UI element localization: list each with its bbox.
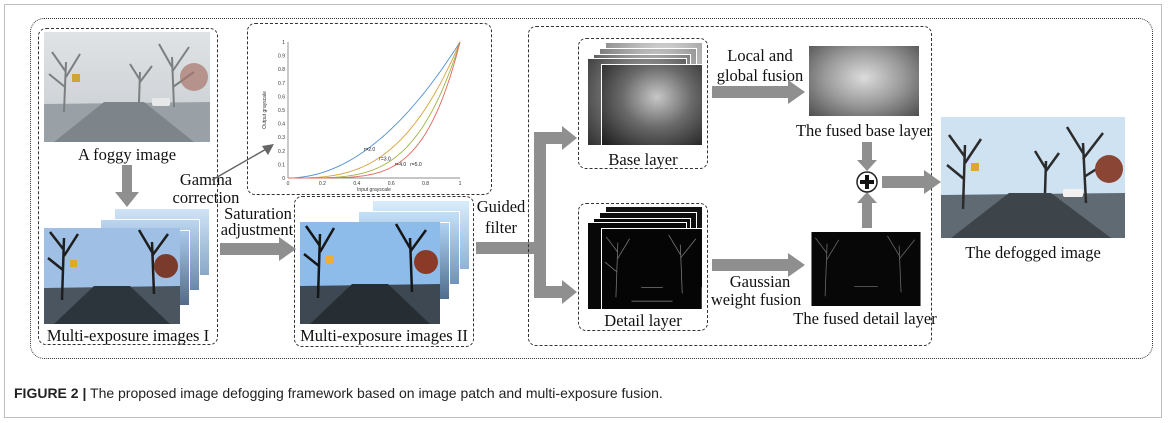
guided-branch-vertical bbox=[534, 132, 546, 296]
multi-exposure-2-label: Multi-exposure images II bbox=[300, 326, 468, 345]
gamma-curve bbox=[288, 41, 461, 179]
detail-layer-panel bbox=[578, 203, 708, 331]
foggy-image-label: A foggy image bbox=[77, 145, 177, 164]
y-tick-label: 0.7 bbox=[278, 81, 285, 87]
x-tick-label: 0.2 bbox=[319, 181, 326, 187]
detail-layer-stack bbox=[583, 206, 703, 310]
guided-label-1: Guided bbox=[476, 197, 526, 216]
x-tick-label: 0.4 bbox=[353, 181, 360, 187]
multi-exposure-1-label: Multi-exposure images I bbox=[46, 326, 210, 345]
guided-arrow-head-bottom bbox=[562, 280, 577, 304]
y-tick-label: 0.5 bbox=[278, 108, 285, 114]
x-tick-label: 0.8 bbox=[422, 181, 429, 187]
gamma-label-2: correction bbox=[172, 188, 240, 207]
gamma-arrow-head bbox=[115, 192, 139, 207]
guided-arrow-head-top bbox=[562, 126, 577, 150]
saturation-label-2: adjustment bbox=[220, 220, 294, 239]
local-global-label-2: global fusion bbox=[716, 66, 804, 85]
gamma-curve bbox=[288, 41, 461, 179]
detail-to-plus-shaft bbox=[862, 202, 872, 228]
multi-exposure-2-panel bbox=[294, 196, 474, 347]
base-layer-stack bbox=[583, 42, 703, 146]
curve-label: r=2.0 bbox=[364, 147, 376, 153]
x-tick-label: 0.6 bbox=[388, 181, 395, 187]
y-tick-label: 0.6 bbox=[278, 94, 285, 100]
multi-exposure-stack-2 bbox=[300, 200, 470, 324]
gaussian-label-2: weight fusion bbox=[710, 290, 802, 309]
x-axis-label: Input grayscale bbox=[357, 187, 391, 192]
y-tick-label: 0.8 bbox=[278, 67, 285, 73]
guided-branch-bottom bbox=[534, 286, 564, 298]
base-to-plus-shaft bbox=[862, 142, 872, 162]
input-panel bbox=[38, 28, 218, 345]
base-layer-label: Base layer bbox=[608, 150, 678, 169]
gaussian-arrow-shaft bbox=[712, 259, 790, 271]
saturation-arrow-head bbox=[279, 237, 296, 261]
guided-arrow-shaft bbox=[476, 242, 536, 254]
fused-detail-label: The fused detail layer bbox=[793, 309, 937, 328]
gamma-curve-plot: 0 0.2 0.4 0.6 0.8 1 0 0.1 0.2 0.3 0.4 0.5 0.6 0.7 0.8 0… bbox=[262, 40, 462, 192]
local-global-arrow-head bbox=[788, 80, 805, 104]
y-tick-label: 0.1 bbox=[278, 162, 285, 168]
plus-circle-icon bbox=[856, 171, 878, 193]
y-tick-label: 1 bbox=[282, 40, 285, 46]
curve-label: r=5.0 bbox=[410, 162, 422, 168]
figure-frame bbox=[4, 4, 1162, 418]
curve-label: r=4.0 bbox=[395, 162, 407, 168]
output-arrow-head bbox=[924, 170, 941, 194]
output-arrow-shaft bbox=[882, 176, 926, 188]
plot-pointer-arrow bbox=[211, 144, 274, 181]
y-tick-label: 0.3 bbox=[278, 135, 285, 141]
fused-base-label: The fused base layer bbox=[795, 121, 933, 140]
local-global-arrow-shaft bbox=[712, 86, 790, 98]
foggy-image bbox=[44, 32, 210, 142]
gamma-curve bbox=[287, 41, 461, 179]
gaussian-arrow-head bbox=[788, 253, 805, 277]
fused-base-image bbox=[808, 45, 920, 117]
saturation-label-1: Saturation bbox=[224, 204, 292, 223]
y-tick-label: 0.9 bbox=[278, 54, 285, 60]
figure-caption: FIGURE 2 | The proposed image defogging … bbox=[14, 385, 663, 401]
gamma-curve bbox=[288, 41, 461, 179]
multi-exposure-stack-1 bbox=[44, 208, 210, 324]
detail-frame-front bbox=[601, 228, 703, 310]
fused-detail-image bbox=[810, 231, 922, 307]
gamma-plot-panel bbox=[247, 23, 492, 195]
detail-to-plus-head bbox=[857, 192, 877, 203]
base-frame-front bbox=[601, 64, 703, 146]
y-tick-label: 0 bbox=[282, 176, 285, 182]
local-global-label-1: Local and bbox=[727, 46, 793, 65]
x-tick-label: 0 bbox=[287, 181, 290, 187]
guided-label-2: filter bbox=[484, 218, 518, 237]
gaussian-label-1: Gaussian bbox=[729, 272, 791, 291]
gamma-label-1: Gamma bbox=[179, 170, 233, 189]
curve-label: r=3.0 bbox=[379, 156, 391, 162]
base-layer-panel bbox=[578, 38, 708, 169]
base-to-plus-head bbox=[857, 160, 877, 171]
exposure-frame-front bbox=[44, 228, 180, 324]
framework-border bbox=[30, 18, 1153, 359]
caption-label: FIGURE 2 | bbox=[14, 385, 87, 401]
y-tick-label: 0.2 bbox=[278, 149, 285, 155]
defogged-image bbox=[941, 117, 1125, 238]
gamma-arrow-shaft bbox=[122, 165, 132, 193]
caption-text: The proposed image defogging framework b… bbox=[86, 385, 663, 401]
exposure-frame-front bbox=[300, 222, 440, 324]
detail-layer-label: Detail layer bbox=[604, 311, 682, 330]
y-tick-label: 0.4 bbox=[278, 122, 285, 128]
guided-branch-top bbox=[534, 132, 564, 144]
defogged-label: The defogged image bbox=[965, 243, 1101, 262]
x-tick-label: 1 bbox=[459, 181, 462, 187]
y-axis-label: Output grayscale bbox=[262, 91, 268, 129]
saturation-arrow-shaft bbox=[220, 243, 280, 255]
